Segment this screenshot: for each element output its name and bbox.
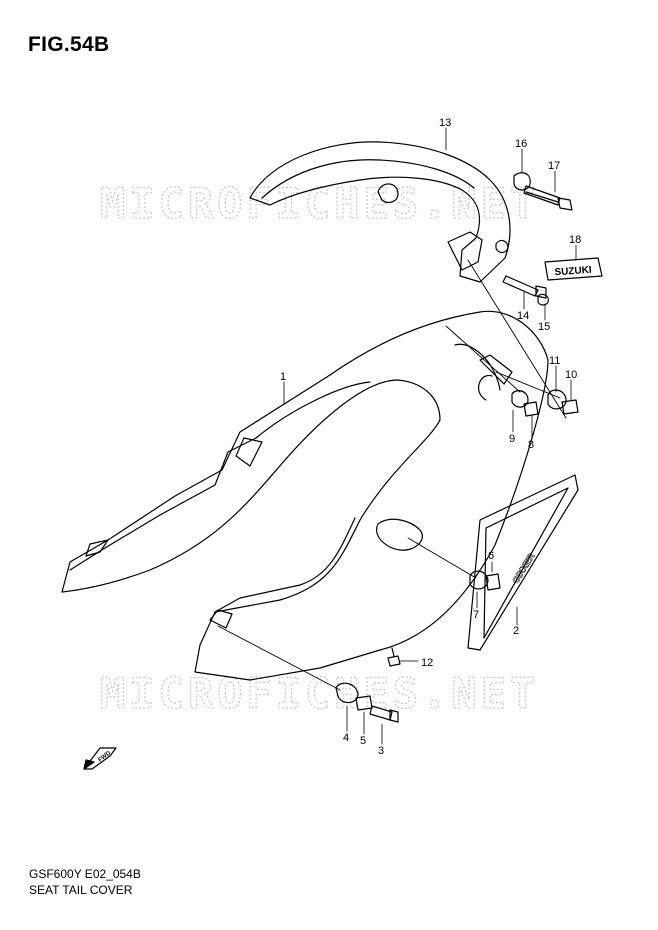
- grommet-11: [547, 389, 567, 410]
- callout-9: 9: [509, 433, 515, 445]
- callout-6: 6: [488, 550, 494, 562]
- suzuki-emblem: [544, 257, 603, 281]
- callout-17: 17: [548, 160, 560, 172]
- callout-11: 11: [549, 355, 560, 367]
- grommet-6: [469, 570, 489, 590]
- fwd-arrow-icon: [83, 747, 117, 770]
- watermark-top: MICROFICHES.NET: [100, 179, 539, 228]
- seat-tail-cover: [61, 310, 549, 681]
- callout-12: 12: [421, 657, 433, 669]
- watermark-bottom: MICROFICHES.NET: [100, 669, 539, 718]
- callout-15: 15: [538, 321, 550, 333]
- callout-8: 8: [528, 439, 534, 451]
- callout-13: 13: [439, 117, 451, 129]
- callout-14: 14: [517, 310, 529, 322]
- callout-5: 5: [360, 735, 366, 747]
- assembly-lines: [217, 259, 567, 691]
- diagram-code: GSF600Y E02_054B: [29, 867, 141, 881]
- figure-title: FIG.54B: [28, 33, 110, 56]
- grab-rail: [249, 141, 511, 283]
- bolt-17: [523, 185, 573, 211]
- callout-2: 2: [513, 625, 519, 637]
- callout-7: 7: [473, 609, 479, 621]
- suzuki-badge-text: SUZUKI: [554, 265, 592, 279]
- callout-16: 16: [515, 138, 527, 150]
- grommet-9: [511, 390, 529, 408]
- bolt-14: [502, 275, 547, 299]
- nut-15: [537, 293, 549, 306]
- washer-16: [513, 172, 531, 191]
- callout-10: 10: [565, 369, 577, 381]
- diagram-name: SEAT TAIL COVER: [29, 883, 133, 897]
- clip-12: [387, 647, 401, 667]
- stripe-decal: [467, 474, 579, 651]
- stripe-decal-text: GIXXER: [510, 551, 537, 586]
- callout-3: 3: [378, 745, 384, 757]
- bushing-7: [485, 573, 501, 591]
- callout-1: 1: [280, 371, 286, 383]
- leader-lines: [283, 127, 577, 745]
- bolt-3: [369, 705, 399, 723]
- callout-18: 18: [569, 234, 581, 246]
- grommet-4: [335, 682, 359, 704]
- callout-4: 4: [343, 732, 349, 744]
- nut-10: [561, 399, 579, 415]
- bushing-8: [523, 401, 539, 417]
